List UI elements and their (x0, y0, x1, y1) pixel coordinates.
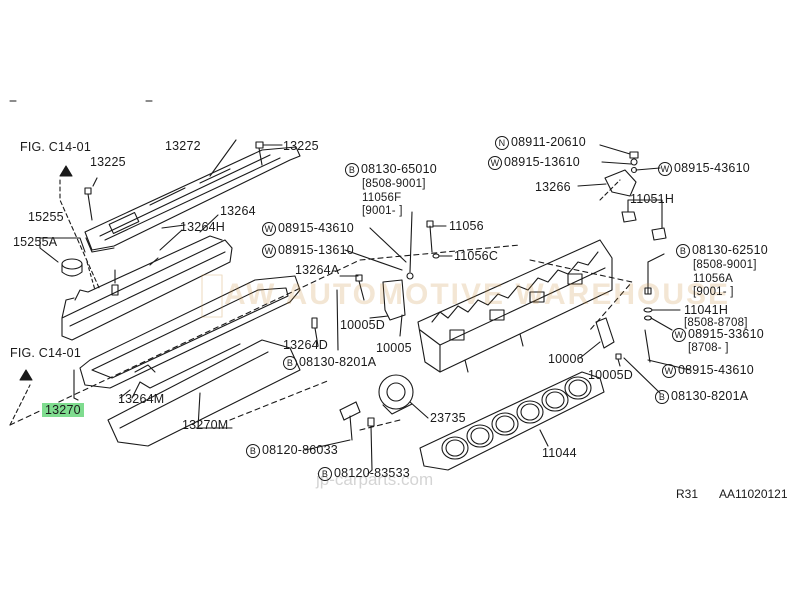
label-13264a[interactable]: 13264A (295, 263, 340, 277)
label-w2-number: 08915-13610 (278, 243, 354, 257)
bolt-prefix: B (318, 467, 332, 481)
bolt-08120-86033 (304, 401, 361, 451)
label-fig-top[interactable]: FIG. C14-01 (20, 140, 91, 154)
label-11056[interactable]: 11056 (449, 219, 484, 233)
label-b5-range1: [8508-9001] (693, 259, 757, 271)
spacer-11051h (621, 199, 667, 241)
label-13225-left[interactable]: 13225 (90, 155, 126, 169)
label-b3-number: 08120-86033 (262, 443, 338, 457)
seal-23735 (378, 374, 429, 419)
nut-prefix: N (495, 136, 509, 150)
label-13264[interactable]: 13264 (220, 204, 256, 218)
oil-filler-cap (39, 237, 86, 277)
label-b5-number: 08130-62510 (692, 243, 768, 257)
label-11056a[interactable]: 11056A (693, 273, 733, 285)
label-13270m[interactable]: 13270M (182, 418, 229, 432)
label-w5-number: 08915-33610 (688, 327, 764, 341)
label-11044[interactable]: 11044 (542, 446, 577, 460)
head-gasket (419, 371, 605, 471)
label-13264m[interactable]: 13264M (118, 392, 165, 406)
washer-prefix: W (262, 244, 276, 258)
watermark-main: AW AUTOMOTIVE WAREHOUSE (224, 278, 731, 311)
label-23735[interactable]: 23735 (430, 411, 466, 425)
label-b1-range1: [8508-9001] (362, 178, 426, 190)
valve-cover-upper (84, 139, 301, 253)
washer-prefix: W (488, 156, 502, 170)
label-fig-bottom[interactable]: FIG. C14-01 (10, 346, 81, 360)
label-b4-number: 08120-83533 (334, 466, 410, 480)
label-15255a[interactable]: 15255A (13, 235, 58, 249)
valve-cover-left (61, 224, 233, 341)
label-11056c[interactable]: 11056C (454, 249, 499, 263)
valve-cover-right (107, 339, 301, 447)
label-13272[interactable]: 13272 (165, 139, 201, 153)
bolt-prefix: B (246, 444, 260, 458)
label-b1-range2: [9001- ] (362, 205, 403, 217)
label-w6-number: 08915-43610 (678, 363, 754, 377)
watermark-site: jp-carparts.com (316, 470, 434, 489)
label-b2-number: 08130-8201A (299, 355, 377, 369)
label-13270-text: 13270 (42, 403, 84, 417)
label-b5-range2: [9001- ] (693, 286, 734, 298)
label-10005[interactable]: 10005 (376, 341, 412, 355)
label-n1-number: 08911-20610 (511, 135, 586, 149)
label-b1-number: 08130-65010 (361, 162, 437, 176)
label-b6-number: 08130-8201A (671, 389, 749, 403)
label-13264d[interactable]: 13264D (283, 338, 328, 352)
label-w1-number: 08915-43610 (278, 221, 354, 235)
bolt-prefix: B (676, 244, 690, 258)
bracket-13266 (577, 144, 661, 197)
label-w5-range: [8708- ] (688, 342, 729, 354)
cylinder-head (417, 239, 613, 373)
washer-prefix: W (672, 328, 686, 342)
label-11041h[interactable]: 11041H (684, 303, 729, 317)
label-w3-number: 08915-13610 (504, 155, 580, 169)
bolt-13225 (84, 141, 283, 221)
washer-prefix: W (262, 222, 276, 236)
label-11041h-range: [8508-8708] (684, 317, 748, 329)
label-11051h[interactable]: 11051H (630, 192, 675, 206)
diagram-reference-code: AA11020121 (719, 487, 788, 501)
label-13264h[interactable]: 13264H (180, 220, 225, 234)
label-13270[interactable]: 13270 (42, 403, 84, 417)
bolt-prefix: B (345, 163, 359, 177)
washer-prefix: W (658, 162, 672, 176)
bolt-prefix: B (283, 356, 297, 370)
bracket-10005 (369, 279, 406, 337)
diagram-code-r31: R31 (676, 487, 699, 501)
label-15255[interactable]: 15255 (28, 210, 64, 224)
bolt-prefix: B (655, 390, 669, 404)
label-10005d-left[interactable]: 10005D (340, 318, 385, 332)
washer-prefix: W (662, 364, 676, 378)
label-13266[interactable]: 13266 (535, 180, 571, 194)
label-11056f[interactable]: 11056F (362, 192, 402, 204)
label-10005d-right[interactable]: 10005D (588, 368, 633, 382)
label-13225-right[interactable]: 13225 (283, 139, 319, 153)
label-10006[interactable]: 10006 (548, 352, 584, 366)
label-w4-number: 08915-43610 (674, 161, 750, 175)
